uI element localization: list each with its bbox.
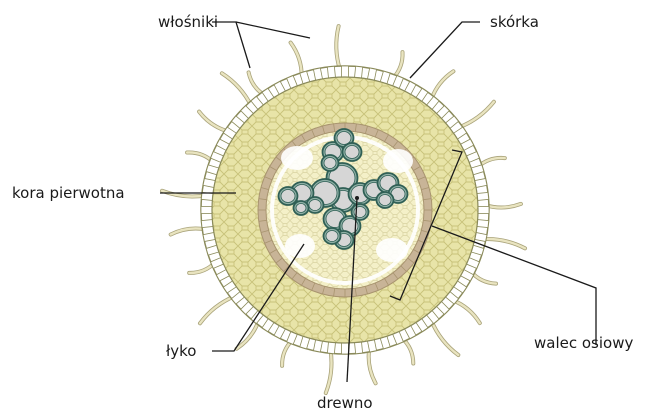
epidermis-cell [327, 66, 335, 78]
epidermis-cell [342, 343, 349, 354]
xylem-vessel [307, 197, 324, 213]
label-stele: walec osiowy [534, 334, 633, 352]
root-hair [452, 300, 480, 323]
root-hair [237, 320, 259, 348]
phloem-patch [285, 234, 315, 258]
root-hair [199, 112, 229, 132]
phloem-patch [376, 238, 408, 262]
label-cortex: kora pierwotna [12, 184, 125, 202]
label-epidermis: skórka [490, 13, 539, 31]
xylem-vessel [279, 187, 298, 205]
phloem-patch [281, 146, 313, 170]
epidermis-cell [355, 342, 363, 354]
xylem-pointer-dot [355, 196, 359, 200]
root-hair [222, 73, 251, 106]
xylem-vessel [322, 155, 339, 171]
label-root-hairs: włośniki [158, 13, 218, 31]
leader-line-root-hairs-2 [236, 22, 310, 38]
root-hair [431, 71, 453, 99]
xylem-vessel [343, 143, 362, 161]
epidermis-cell [477, 192, 489, 200]
epidermis-cell [355, 66, 363, 78]
epidermis-cell [201, 207, 212, 214]
xylem-vessel [294, 201, 309, 215]
root-hair [200, 296, 235, 323]
epidermis-cell [327, 342, 335, 354]
xylem-vessel [324, 228, 341, 244]
epidermis-cell [477, 220, 489, 228]
epidermis-cell [478, 207, 489, 214]
xylem-vessel [377, 192, 394, 208]
leader-line-epidermis [410, 22, 480, 78]
epidermis-cell [201, 220, 213, 228]
label-xylem: drewno [317, 394, 373, 412]
root-hair [458, 102, 494, 128]
xylem-vessel [352, 204, 369, 220]
label-phloem: łyko [166, 342, 196, 360]
root-hair [431, 320, 458, 355]
epidermis-cell [342, 66, 349, 77]
phloem-patch [383, 149, 413, 173]
